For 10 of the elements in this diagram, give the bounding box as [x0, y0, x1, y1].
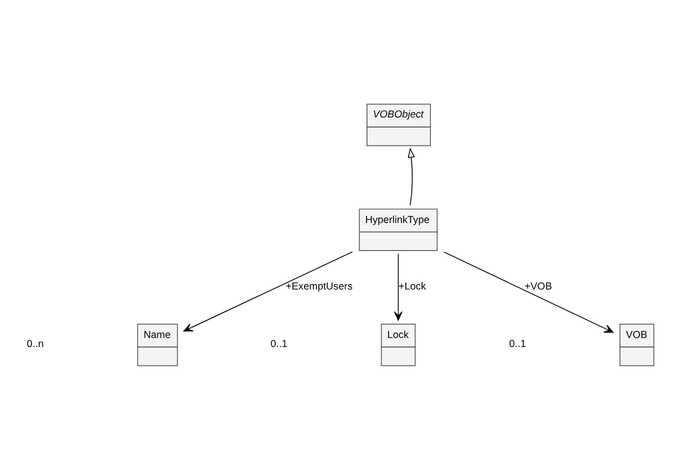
arrow — [408, 147, 415, 206]
edge-label: +Lock — [398, 281, 426, 292]
arrow — [444, 251, 614, 332]
label: 0..n — [26, 338, 44, 350]
label: 0..1 — [509, 338, 526, 350]
arrow — [394, 252, 402, 320]
edge-label: +VOB — [524, 281, 552, 292]
label: 0..1 — [270, 338, 288, 350]
arrow — [183, 250, 353, 332]
edge-label: +ExemptUsers — [286, 281, 353, 292]
